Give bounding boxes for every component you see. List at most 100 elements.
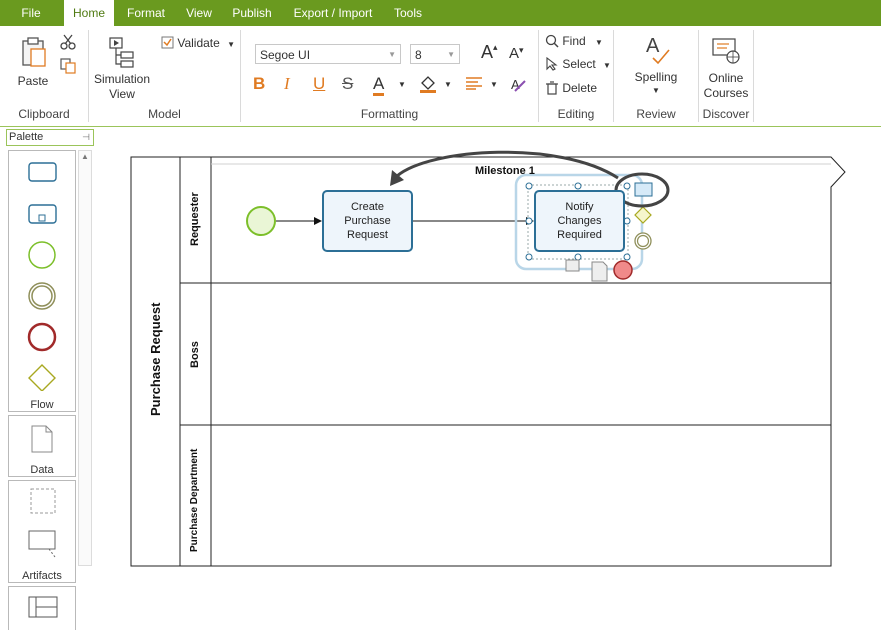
formatting-group: Segoe UI ▼ 8 ▼ A▴ A▾ B I U S A ▼ ▼ ▼ A [241, 26, 538, 125]
svg-text:A: A [646, 35, 660, 57]
font-color-icon[interactable]: A [373, 74, 385, 96]
fill-color-dropdown-icon[interactable]: ▼ [444, 80, 452, 89]
spelling-button[interactable]: A Spelling ▼ [626, 32, 686, 102]
pool-shape [130, 156, 846, 567]
strikethrough-icon[interactable]: S [342, 74, 354, 93]
cut-icon[interactable] [60, 34, 76, 50]
palette-flow-label: Flow [30, 399, 54, 411]
milestone-label[interactable]: Milestone 1 [475, 165, 535, 177]
task-create-purchase-request[interactable]: Create Purchase Request [322, 190, 413, 252]
sequence-flow-arrow [314, 217, 322, 225]
grow-font-icon[interactable]: A▴ [481, 42, 498, 62]
font-family-value: Segoe UI [260, 48, 311, 62]
flow-shapes [27, 162, 57, 391]
task-label-line: Purchase [344, 215, 391, 227]
simulation-view-button[interactable]: Simulation View [93, 34, 151, 102]
palette-flow-section: Flow [8, 150, 76, 412]
formatting-group-label: Formatting [360, 107, 419, 121]
gateway-shape [28, 364, 56, 391]
font-family-select[interactable]: Segoe UI ▼ [255, 44, 401, 64]
validate-icon [161, 36, 174, 49]
subprocess-shape [28, 204, 57, 224]
tab-format[interactable]: Format [126, 6, 165, 20]
select-dropdown-icon: ▼ [603, 61, 611, 70]
group-shape [30, 488, 56, 514]
review-group: A Spelling ▼ Review [614, 26, 698, 125]
clipboard-group-label: Clipboard [18, 107, 70, 121]
palette-pools-section [8, 586, 76, 630]
underline-icon[interactable]: U [313, 74, 326, 93]
lane-boss: Boss [189, 341, 201, 368]
model-group-label: Model [148, 107, 181, 121]
find-dropdown-icon: ▼ [595, 38, 603, 47]
resize-handle [623, 253, 631, 261]
resize-handle [574, 253, 582, 261]
ribbon-separator [538, 30, 539, 122]
resize-handle [525, 182, 533, 190]
copy-icon[interactable] [60, 58, 76, 74]
task-shape [28, 162, 57, 182]
palette-scrollbar[interactable]: ▲ [78, 150, 92, 566]
validate-dropdown-icon: ▼ [227, 40, 236, 49]
font-size-select[interactable]: 8 ▼ [410, 44, 460, 64]
tab-file[interactable]: File [21, 6, 41, 20]
intermediate-event-shape [28, 282, 56, 310]
diagram-canvas[interactable]: Purchase Request Requester Boss Purchase… [100, 150, 881, 630]
tab-tools[interactable]: Tools [393, 6, 422, 20]
scroll-up-icon[interactable]: ▲ [81, 152, 89, 161]
validate-button[interactable]: Validate ▼ [161, 36, 235, 52]
discover-group-label: Discover [702, 107, 750, 121]
spelling-label: Spelling [634, 70, 678, 84]
start-event [246, 206, 276, 236]
select-button[interactable]: Select ▼ [545, 56, 611, 71]
quick-add-annotation [565, 259, 580, 272]
quick-add-task [634, 182, 653, 197]
chevron-down-icon: ▼ [447, 50, 455, 59]
tab-export-import[interactable]: Export / Import [293, 6, 373, 20]
cursor-icon [546, 56, 558, 71]
pin-icon[interactable]: ⊣ [82, 132, 90, 142]
callout-arrowhead [390, 170, 404, 186]
italic-icon[interactable]: I [284, 74, 290, 93]
font-color-dropdown-icon[interactable]: ▼ [398, 80, 406, 89]
simulation-view-label: View [109, 87, 135, 101]
annotation-shape [28, 530, 56, 550]
resize-handle [574, 182, 582, 190]
fill-color-icon[interactable] [419, 74, 437, 94]
bpmn-diagram [130, 150, 846, 567]
palette-data-section: Data [8, 415, 76, 477]
find-label: Find [562, 34, 586, 48]
task-label-line: Request [347, 229, 388, 241]
align-dropdown-icon[interactable]: ▼ [490, 80, 498, 89]
palette-data-label: Data [30, 464, 54, 476]
paste-button[interactable]: Paste [10, 34, 56, 90]
tab-publish[interactable]: Publish [232, 6, 272, 20]
pool-title: Purchase Request [148, 302, 163, 416]
delete-button[interactable]: Delete [545, 81, 597, 95]
shrink-font-icon[interactable]: A▾ [509, 45, 524, 62]
svg-text:A: A [511, 77, 520, 92]
delete-label: Delete [562, 81, 598, 95]
clear-format-icon[interactable]: A [509, 75, 527, 93]
task-notify-changes-required[interactable]: Notify Changes Required [534, 190, 625, 252]
font-size-value: 8 [415, 48, 422, 62]
tab-view[interactable]: View [186, 6, 212, 20]
quick-add-data-object [591, 261, 608, 282]
subprocess-marker [38, 214, 46, 222]
find-button[interactable]: Find ▼ [545, 34, 603, 48]
palette-header[interactable]: Palette ⊣ [6, 129, 94, 146]
pool-icon[interactable] [9, 587, 75, 627]
resize-handle [525, 217, 533, 225]
quick-add-gateway [634, 206, 652, 224]
align-icon[interactable] [465, 76, 483, 90]
ribbon-tab-bar: File Home Format View Publish Export / I… [0, 0, 881, 26]
bold-icon[interactable]: B [253, 74, 266, 93]
tab-home[interactable]: Home [64, 0, 114, 26]
task-label-line: Required [557, 229, 602, 241]
ribbon-separator [613, 30, 614, 122]
validate-label: Validate [177, 36, 220, 50]
online-courses-button[interactable]: Online Courses [701, 34, 751, 102]
task-label-line: Create [350, 201, 384, 213]
ribbon-separator [88, 30, 89, 122]
data-object-icon[interactable] [9, 416, 75, 456]
